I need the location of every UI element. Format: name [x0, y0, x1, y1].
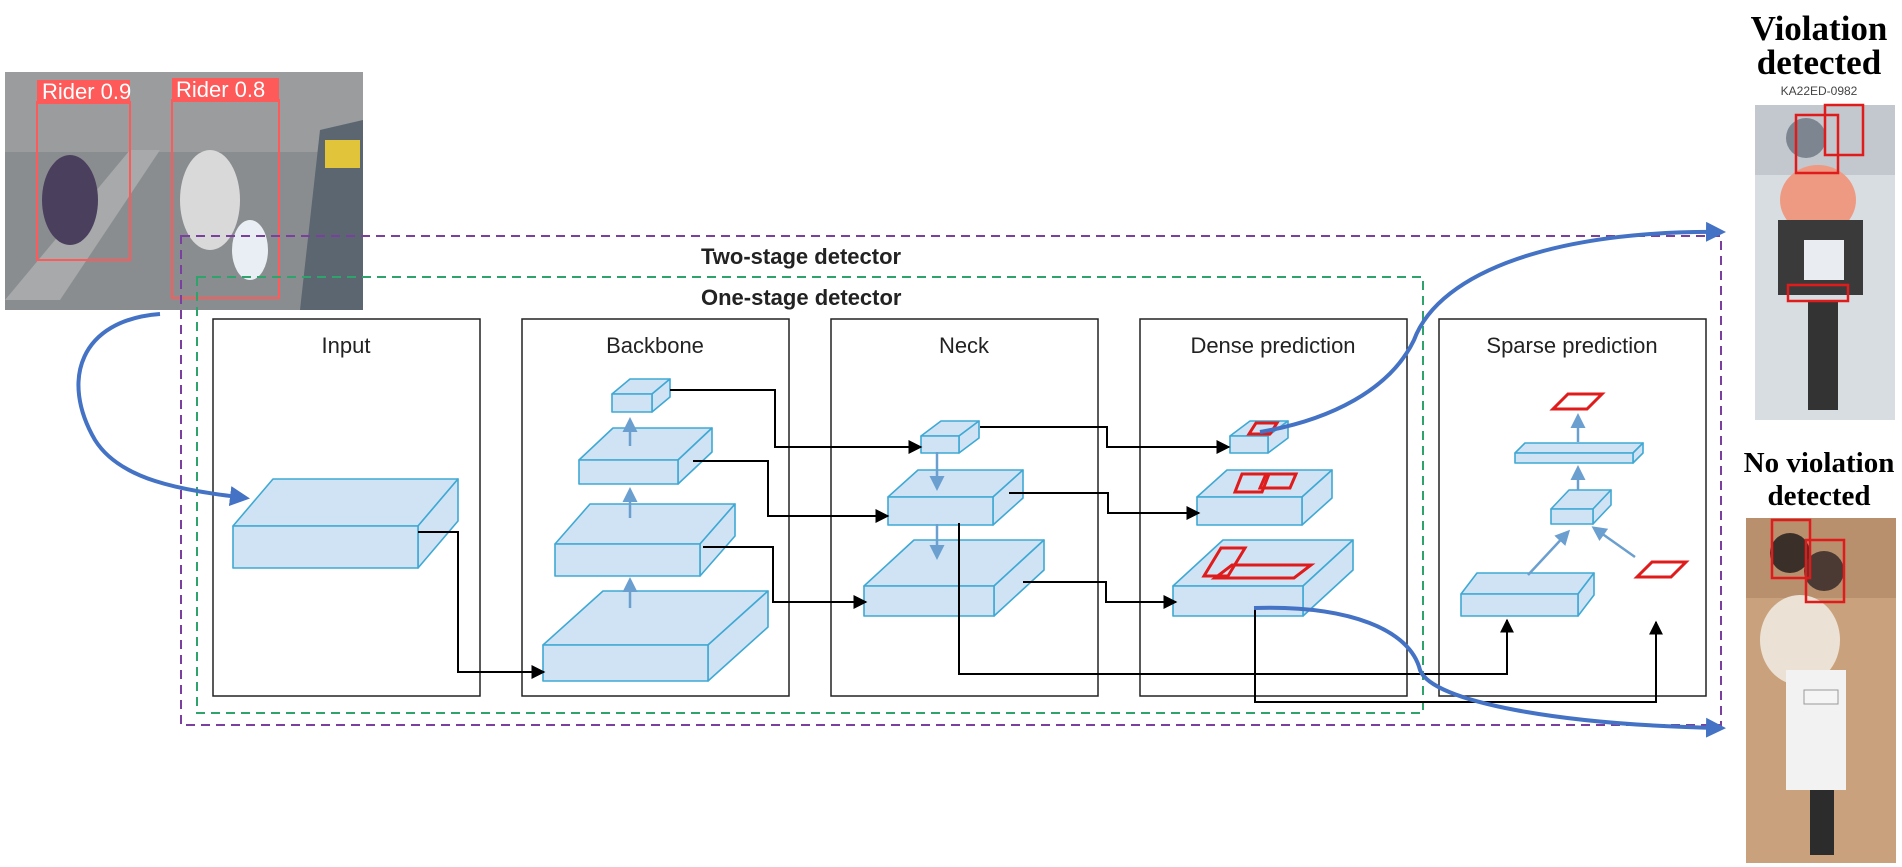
- dense-block-2-front: [1196, 496, 1303, 526]
- input-feature-block: [232, 478, 459, 569]
- input-traffic-photo: Rider 0.9 Rider 0.8: [5, 72, 363, 310]
- sparse-block-1: [1460, 572, 1595, 617]
- sparse-block-2-front: [1550, 508, 1594, 525]
- two-stage-detector-title: Two-stage detector: [701, 244, 902, 269]
- violation-output: Violation detected KA22ED-0982: [1751, 9, 1895, 420]
- backbone-block-2-front: [554, 543, 701, 577]
- input-title: Input: [322, 333, 371, 358]
- violation-title-line1: Violation: [1751, 9, 1888, 48]
- dense-prediction-boxes: [1201, 421, 1316, 580]
- detection-label-rider-1: Rider 0.9: [42, 79, 131, 104]
- input-panel: [212, 318, 481, 697]
- backbone-block-4-front: [611, 393, 653, 413]
- no-violation-title-line1: No violation: [1744, 447, 1895, 479]
- connector-arrows: [418, 389, 1663, 703]
- no-violation-title-line2: detected: [1767, 480, 1870, 512]
- sparse-prediction-boxes: [1549, 392, 1690, 579]
- no-violation-output: No violation detected: [1744, 447, 1896, 863]
- one-stage-detector-title: One-stage detector: [701, 285, 902, 310]
- backbone-block-1-front: [542, 644, 709, 682]
- backbone-title: Backbone: [606, 333, 704, 358]
- sparse-block-3-top: [1514, 442, 1644, 454]
- neck-title: Neck: [939, 333, 990, 358]
- detection-label-rider-2: Rider 0.8: [176, 77, 265, 102]
- one-stage-detector-border: [196, 276, 1424, 714]
- sparse-block-2: [1550, 489, 1612, 525]
- neck-block-3: [920, 420, 980, 454]
- dense-prediction-panel: [1139, 318, 1408, 697]
- neck-block-1-front: [863, 585, 995, 617]
- neck-block-1: [863, 539, 1045, 617]
- neck-block-3-front: [920, 435, 960, 454]
- sparse-block-1-top: [1460, 572, 1595, 595]
- neck-block-2-front: [887, 496, 994, 526]
- backbone-panel: [521, 318, 790, 697]
- dense-prediction-title: Dense prediction: [1190, 333, 1355, 358]
- backbone-block-4: [611, 378, 671, 413]
- sparse-prediction-title: Sparse prediction: [1486, 333, 1657, 358]
- dense-block-1-front: [1172, 585, 1304, 617]
- sparse-block-1-front: [1460, 593, 1579, 617]
- input-feature-block-front: [232, 525, 419, 569]
- flow-curves: [76, 221, 1726, 738]
- dense-block-3-front: [1229, 435, 1269, 454]
- sparse-block-3: [1514, 442, 1644, 464]
- backbone-block-2: [554, 503, 736, 577]
- violation-title-line2: detected: [1757, 43, 1882, 82]
- neck-panel: [830, 318, 1099, 697]
- neck-block-2: [887, 469, 1024, 526]
- plate-number: KA22ED-0982: [1781, 84, 1858, 98]
- two-stage-detector-border: [180, 235, 1722, 726]
- backbone-block-3-front: [578, 459, 679, 485]
- no-violation-photo: [1746, 518, 1896, 863]
- sparse-prediction-panel: [1438, 318, 1707, 697]
- sparse-block-3-front: [1514, 452, 1634, 464]
- backbone-block-1: [542, 590, 769, 682]
- dense-block-3: [1229, 420, 1289, 454]
- internal-flow-arrows: [622, 413, 1636, 608]
- backbone-block-3: [578, 427, 713, 485]
- violation-photo: [1755, 103, 1895, 420]
